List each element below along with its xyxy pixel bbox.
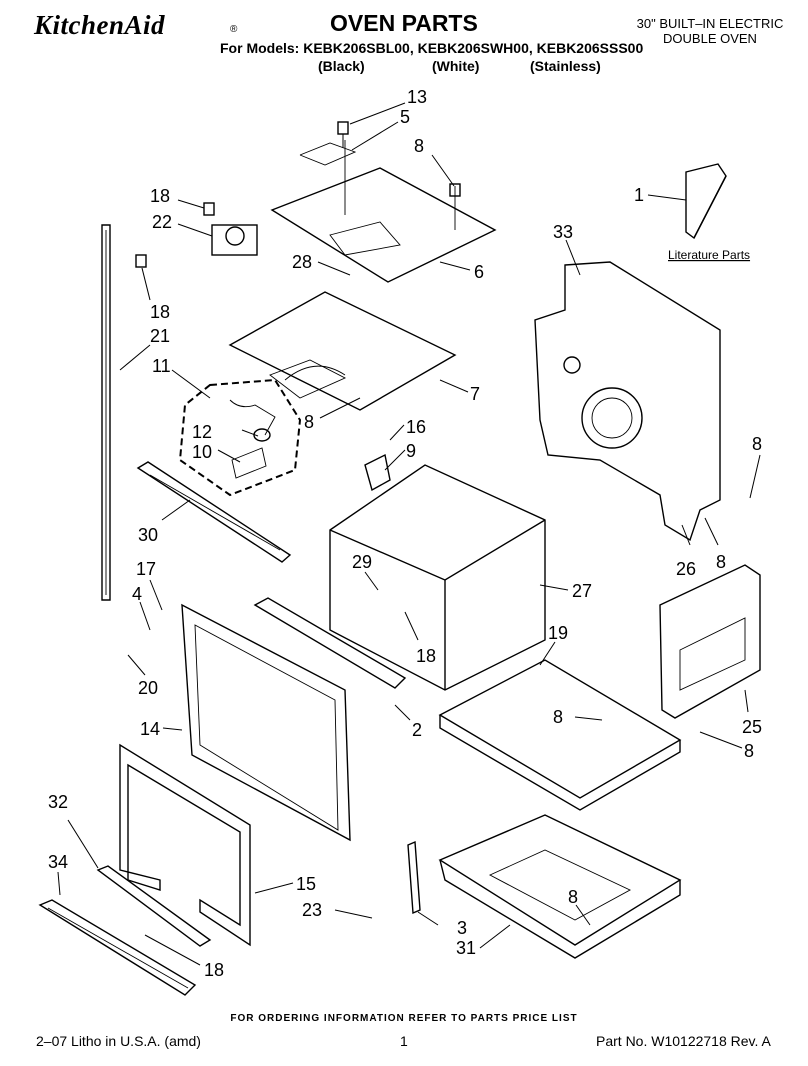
part-kick-strip <box>96 865 212 947</box>
callout-11: 11 <box>152 356 171 376</box>
color-stainless: (Stainless) <box>530 58 601 74</box>
callout-9: 9 <box>406 441 416 461</box>
callout-8-a: 8 <box>414 136 424 156</box>
part-vent-strip <box>136 461 292 563</box>
callout-28: 28 <box>292 252 312 272</box>
oven-type: 30" BUILT–IN ELECTRIC DOUBLE OVEN <box>620 16 800 46</box>
part-side-panel <box>659 564 761 719</box>
callout-8-b: 8 <box>304 412 314 432</box>
callout-10: 10 <box>192 442 212 462</box>
part-oven-cavity <box>329 453 546 691</box>
part-drawer <box>438 814 682 959</box>
callout-3: 3 <box>457 918 467 938</box>
callout-labels: 13 5 8 18 22 1 33 28 6 18 21 11 7 8 12 1… <box>48 87 762 980</box>
part-bracket <box>407 840 421 915</box>
callout-21: 21 <box>150 326 170 346</box>
part-oven-top <box>228 291 457 411</box>
callout-8-g: 8 <box>568 887 578 907</box>
callout-18-c: 18 <box>416 646 436 666</box>
callout-30: 30 <box>138 525 158 545</box>
part-back-panel <box>534 261 721 542</box>
part-gasket <box>119 743 251 947</box>
ordering-note: FOR ORDERING INFORMATION REFER TO PARTS … <box>230 1013 578 1024</box>
literature-label: Literature Parts <box>668 248 750 262</box>
callout-18-a: 18 <box>150 186 170 206</box>
callout-8-f: 8 <box>744 741 754 761</box>
callout-20: 20 <box>138 678 158 698</box>
oven-type-line1: 30" BUILT–IN ELECTRIC <box>636 16 784 31</box>
callout-27: 27 <box>572 581 592 601</box>
leader-lines <box>57 102 761 966</box>
callout-16: 16 <box>406 417 426 437</box>
page-title: OVEN PARTS <box>330 10 478 36</box>
callout-18-d: 18 <box>204 960 224 980</box>
brand-logo: KitchenAid <box>34 10 166 40</box>
callout-33: 33 <box>553 222 573 242</box>
callout-8-e: 8 <box>553 707 563 727</box>
callout-31: 31 <box>456 938 476 958</box>
callout-8-c: 8 <box>752 434 762 454</box>
callout-29: 29 <box>352 552 372 572</box>
oven-type-line2: DOUBLE OVEN <box>663 31 757 46</box>
part-toe-grille <box>38 899 197 996</box>
part-door-frame <box>181 603 351 842</box>
page-number: 1 <box>400 1033 408 1049</box>
part-bottom-tray <box>438 659 682 811</box>
callout-34: 34 <box>48 852 68 872</box>
callout-1: 1 <box>634 185 644 205</box>
screw-13 <box>337 121 349 148</box>
callout-23: 23 <box>302 900 322 920</box>
callout-15: 15 <box>296 874 316 894</box>
callout-22: 22 <box>152 212 172 232</box>
part-switch <box>211 224 258 256</box>
callout-8-d: 8 <box>716 552 726 572</box>
part-top-plate <box>270 140 497 283</box>
color-white: (White) <box>432 58 480 74</box>
models-line: For Models: KEBK206SBL00, KEBK206SWH00, … <box>220 40 644 56</box>
callout-2: 2 <box>412 720 422 740</box>
callout-32: 32 <box>48 792 68 812</box>
callout-19: 19 <box>548 623 568 643</box>
screw-8-top <box>449 183 461 197</box>
part-number: Part No. W10122718 Rev. A <box>596 1033 771 1049</box>
part-trim-strip <box>253 597 407 689</box>
callout-7: 7 <box>470 384 480 404</box>
callout-6: 6 <box>474 262 484 282</box>
callout-25: 25 <box>742 717 762 737</box>
part-literature <box>685 163 727 240</box>
callout-14: 14 <box>140 719 160 739</box>
registered-mark: ® <box>230 24 238 35</box>
callout-12: 12 <box>192 422 212 442</box>
callout-26: 26 <box>676 559 696 579</box>
color-black: (Black) <box>318 58 365 74</box>
callout-5: 5 <box>400 107 410 127</box>
callout-18-b: 18 <box>150 302 170 322</box>
callout-17: 17 <box>136 559 156 579</box>
screw-18-top <box>203 202 215 216</box>
callout-4: 4 <box>132 584 142 604</box>
part-side-rail <box>101 224 147 601</box>
litho-text: 2–07 Litho in U.S.A. (amd) <box>36 1033 201 1049</box>
callout-13: 13 <box>407 87 427 107</box>
